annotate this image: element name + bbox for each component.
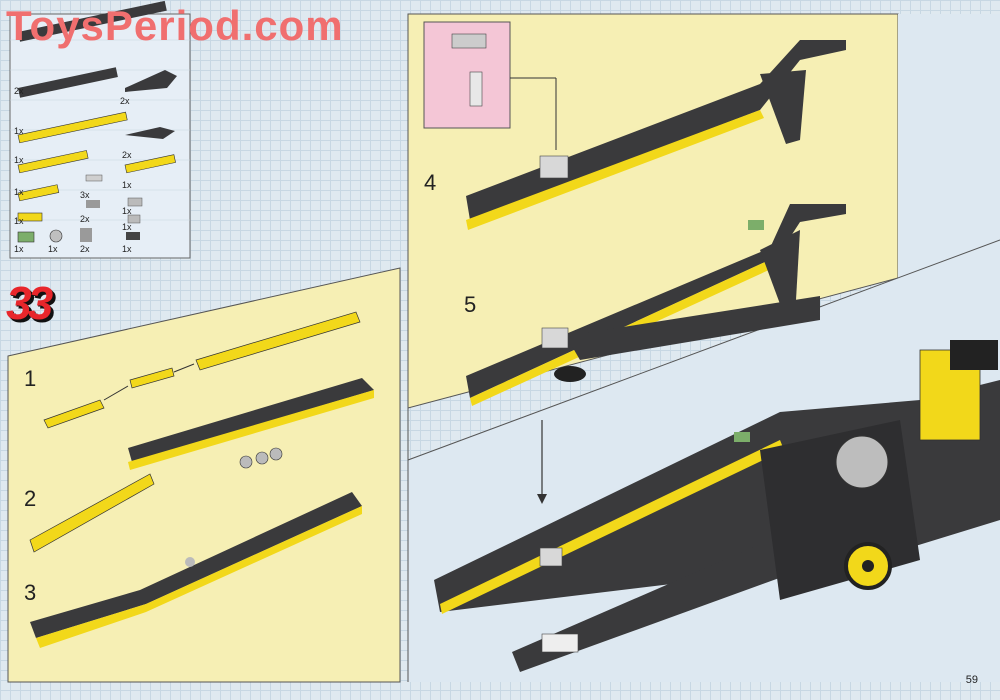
qty-label: 2x	[14, 86, 24, 96]
step4-assembly	[423, 21, 846, 230]
qty-label: 1x	[14, 155, 24, 165]
qty-label: 1x	[122, 244, 132, 254]
qty-label: 2x	[80, 214, 90, 224]
step2-assembly	[29, 473, 155, 553]
step-number-badge: 33	[6, 277, 53, 329]
qty-label: 1x	[48, 244, 58, 254]
qty-label: 1x	[14, 126, 24, 136]
qty-label: 1x	[122, 180, 132, 190]
sub-step-number: 2	[24, 486, 37, 511]
qty-label: 3x	[80, 190, 90, 200]
step1-assembly	[43, 311, 374, 470]
watermark-logo: ToysPeriod.com	[6, 2, 344, 49]
qty-label: 2x	[80, 244, 90, 254]
qty-label: 1x	[14, 187, 24, 197]
step3-assembly	[30, 492, 362, 648]
qty-label: 1x	[14, 216, 24, 226]
step5-assembly	[466, 204, 846, 406]
qty-label: 1x	[14, 244, 24, 254]
sub-step-number: 1	[24, 366, 37, 391]
qty-label: 1x	[122, 206, 132, 216]
qty-label: 1x	[122, 222, 132, 232]
sub-step-number: 4	[424, 170, 437, 195]
qty-label: 2x	[122, 150, 132, 160]
panel-steps-1-3	[7, 267, 401, 683]
final-assembly	[434, 340, 1000, 672]
parts-beams	[17, 0, 177, 243]
sub-step-number: 3	[24, 580, 37, 605]
page-number: 59	[965, 674, 978, 686]
sub-step-number: 5	[464, 292, 477, 317]
qty-label: 2x	[120, 96, 130, 106]
